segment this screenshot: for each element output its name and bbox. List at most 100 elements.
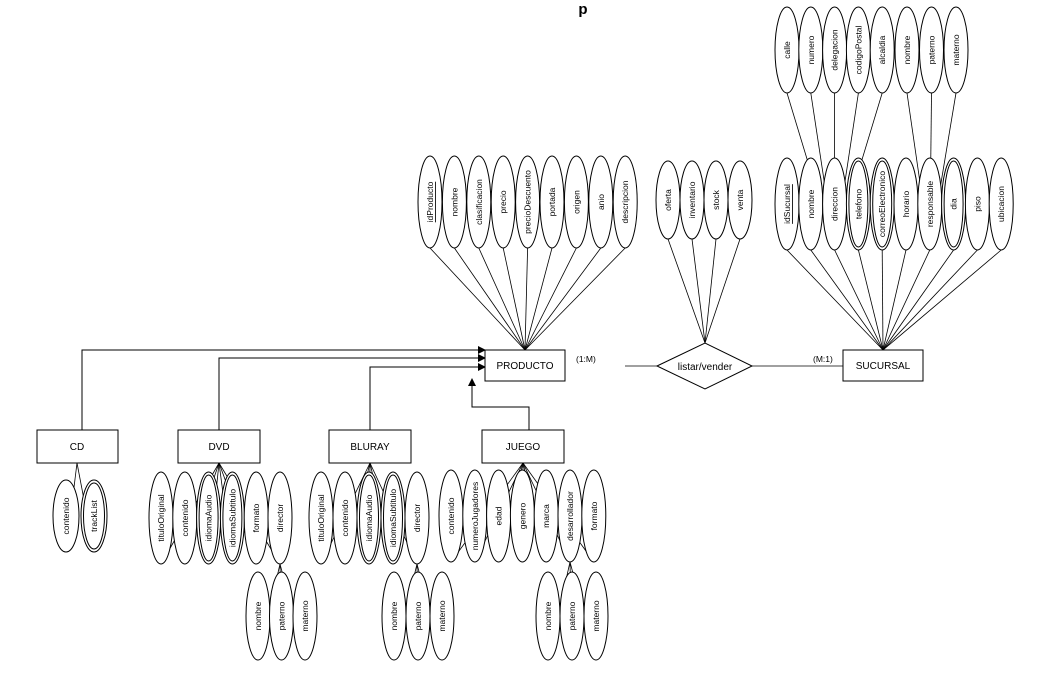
attribute-juego-marca[interactable]: marca: [533, 469, 559, 563]
entity-producto[interactable]: PRODUCTO: [484, 349, 566, 382]
attribute-bluray-idioma-audio[interactable]: idiomaAudio: [356, 471, 382, 565]
attribute-label: contenido: [180, 499, 190, 536]
attribute-producto-precio-descuento[interactable]: precioDescuento: [515, 155, 541, 249]
attribute-producto-id-producto[interactable]: idProducto: [417, 155, 443, 249]
attribute-dvd-contenido[interactable]: contenido: [172, 471, 198, 565]
attribute-label: idProducto: [425, 181, 435, 222]
attribute-label: numero: [806, 35, 816, 64]
attribute-producto-clasificacion[interactable]: clasificacion: [466, 155, 492, 249]
attr-line-relationship-stock: [704, 238, 717, 344]
attribute-sucursal-piso[interactable]: piso: [964, 157, 990, 251]
entities: PRODUCTO SUCURSAL CD DVD BLURAY JUEGO: [36, 349, 924, 464]
attribute-juego-edad[interactable]: edad: [486, 469, 512, 563]
attribute-direccion-alcaldia[interactable]: alcaldia: [869, 6, 895, 94]
attribute-juego-genero[interactable]: genero: [509, 469, 535, 563]
attr-line-sucursal-ubicacion: [882, 249, 1002, 351]
attribute-responsable-nombre[interactable]: nombre: [894, 6, 920, 94]
attribute-direccion-codigo-postal[interactable]: codigoPostal: [845, 6, 871, 94]
attribute-producto-nombre[interactable]: nombre: [441, 155, 467, 249]
attribute-bluray-idioma-subtitulo[interactable]: idiomaSubtitulo: [380, 471, 406, 565]
attribute-direccion-numero[interactable]: numero: [798, 6, 824, 94]
attribute-relationship-inventario[interactable]: inventario: [679, 160, 705, 240]
attribute-juego-formato[interactable]: formato: [581, 469, 607, 563]
attribute-label: telefono: [853, 189, 863, 220]
entity-juego[interactable]: JUEGO: [481, 429, 565, 464]
attribute-dvd-director-paterno[interactable]: paterno: [269, 571, 294, 661]
dvd-to-producto-arrow: [218, 354, 486, 430]
attribute-label: marca: [541, 504, 551, 528]
attribute-label: paterno: [277, 601, 287, 630]
entity-cd-label: CD: [70, 442, 84, 453]
attribute-sucursal-direccion[interactable]: direccion: [822, 157, 848, 251]
entity-sucursal[interactable]: SUCURSAL: [842, 349, 924, 382]
attribute-sucursal-responsable[interactable]: responsable: [917, 157, 943, 251]
attribute-dvd-director[interactable]: director: [267, 471, 293, 565]
entity-dvd[interactable]: DVD: [177, 429, 261, 464]
attribute-label: director: [275, 504, 285, 533]
attribute-label: contenido: [340, 499, 350, 536]
attribute-label: nombre: [543, 601, 553, 630]
attribute-label: inventario: [687, 181, 697, 218]
attribute-dvd-director-materno[interactable]: materno: [292, 571, 318, 661]
entity-cd[interactable]: CD: [36, 429, 119, 464]
attribute-bluray-director-materno[interactable]: materno: [429, 571, 455, 661]
attribute-label: genero: [517, 502, 527, 529]
attribute-juego-desarrollador-materno[interactable]: materno: [583, 571, 609, 661]
attribute-cd-track-list[interactable]: trackList: [80, 479, 108, 553]
entity-sucursal-label: SUCURSAL: [856, 361, 911, 372]
attr-line-producto-precio-descuento: [524, 247, 528, 351]
attribute-producto-origen[interactable]: origen: [563, 155, 589, 249]
attribute-bluray-director[interactable]: director: [404, 471, 430, 565]
attribute-label: idiomaAudio: [364, 494, 374, 541]
attribute-relationship-stock[interactable]: stock: [703, 160, 729, 240]
attr-line-relationship-venta: [704, 238, 741, 344]
attribute-dvd-idioma-subtitulo[interactable]: idiomaSubtitulo: [219, 471, 245, 565]
attribute-sucursal-id-sucursal[interactable]: idSucursal: [774, 157, 800, 251]
attribute-bluray-contenido[interactable]: contenido: [332, 471, 358, 565]
attribute-sucursal-correo-electronico[interactable]: correoElectronico: [869, 157, 895, 251]
attribute-label: idSucursal: [782, 184, 792, 224]
attribute-dvd-titulo-original[interactable]: tituloOriginal: [148, 471, 174, 565]
attribute-sucursal-nombre[interactable]: nombre: [798, 157, 824, 251]
attribute-sucursal-dia[interactable]: dia: [941, 157, 967, 251]
attribute-producto-precio[interactable]: precio: [490, 155, 516, 249]
attribute-bluray-director-nombre[interactable]: nombre: [381, 571, 407, 661]
attribute-juego-desarrollador[interactable]: desarrollador: [557, 469, 583, 563]
attribute-juego-numero-jugadores[interactable]: numeroJugadores: [462, 469, 488, 563]
attribute-dvd-director-nombre[interactable]: nombre: [245, 571, 271, 661]
attribute-bluray-director-paterno[interactable]: paterno: [405, 571, 431, 661]
attribute-bluray-titulo-original[interactable]: tituloOriginal: [308, 471, 334, 565]
attribute-relationship-oferta[interactable]: oferta: [655, 160, 681, 240]
attribute-direccion-calle[interactable]: calle: [774, 6, 800, 94]
attribute-juego-desarrollador-nombre[interactable]: nombre: [535, 571, 561, 661]
attribute-label: anio: [596, 194, 606, 210]
attr-line-sucursal-responsable: [882, 249, 931, 351]
attribute-label: delegacion: [830, 29, 840, 70]
entity-bluray-label: BLURAY: [350, 442, 390, 453]
attribute-relationship-venta[interactable]: venta: [727, 160, 753, 240]
attribute-direccion-delegacion[interactable]: delegacion: [822, 6, 848, 94]
attribute-producto-portada[interactable]: portada: [539, 155, 565, 249]
attribute-dvd-idioma-audio[interactable]: idiomaAudio: [196, 471, 222, 565]
attr-line-producto-anio: [524, 247, 602, 351]
attribute-producto-descripcion[interactable]: descripcion: [612, 155, 638, 249]
relationship-listar-vender[interactable]: listar/vender: [655, 342, 754, 390]
attribute-label: formato: [251, 503, 261, 532]
attribute-sucursal-ubicacion[interactable]: ubicacion: [988, 157, 1014, 251]
attribute-sucursal-telefono[interactable]: telefono: [845, 157, 871, 251]
attribute-producto-anio[interactable]: anio: [588, 155, 614, 249]
attribute-cd-contenido[interactable]: contenido: [52, 479, 80, 553]
attribute-label: paterno: [927, 35, 937, 64]
entity-bluray[interactable]: BLURAY: [328, 429, 412, 464]
attribute-label: portada: [547, 187, 557, 216]
attribute-dvd-formato[interactable]: formato: [243, 471, 269, 565]
attribute-juego-desarrollador-paterno[interactable]: paterno: [559, 571, 585, 661]
title-fragment: p: [578, 1, 587, 18]
attribute-juego-contenido[interactable]: contenido: [438, 469, 464, 563]
attribute-responsable-paterno[interactable]: paterno: [919, 6, 944, 94]
attribute-label: venta: [735, 189, 745, 210]
attribute-label: materno: [437, 600, 447, 631]
attribute-responsable-materno[interactable]: materno: [943, 6, 969, 94]
attribute-sucursal-horario[interactable]: horario: [893, 157, 919, 251]
attribute-label: formato: [589, 501, 599, 530]
